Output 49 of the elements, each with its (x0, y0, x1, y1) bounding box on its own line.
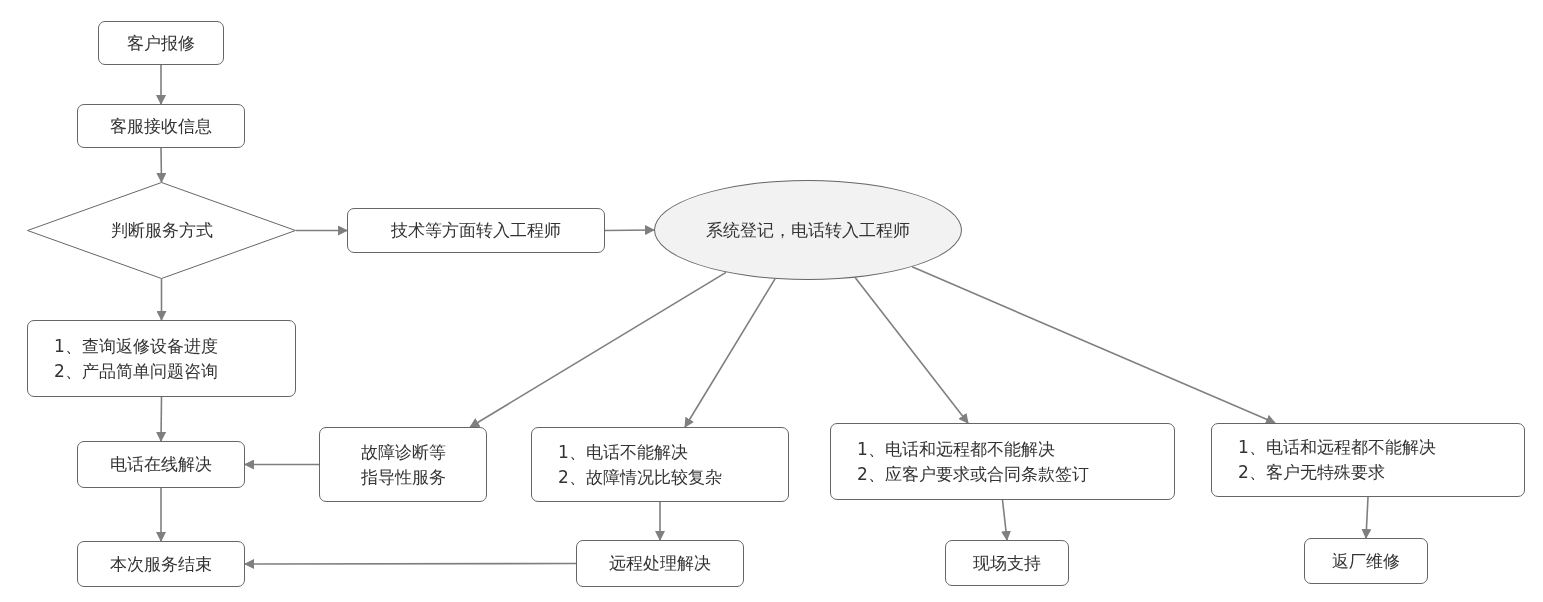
node-label: 客户报修 (127, 31, 195, 55)
list-item: 1、电话不能解决 (558, 440, 688, 464)
arrow (911, 266, 1276, 425)
arrow (854, 276, 969, 424)
arrow (156, 487, 166, 542)
arrow (295, 225, 348, 236)
node-label: 故障诊断等指导性服务 (359, 440, 447, 489)
process-box (319, 427, 487, 502)
node-label: 返厂维修 (1332, 549, 1400, 573)
node-label: 判断服务方式 (110, 219, 213, 243)
arrow (156, 147, 167, 183)
arrow (1361, 496, 1372, 539)
arrow (1001, 499, 1011, 541)
process-box (576, 540, 744, 587)
arrow (469, 271, 727, 428)
process-box (98, 21, 224, 65)
list-item: 1、查询返修设备进度 (54, 334, 218, 358)
node-label: 技术等方面转入工程师 (391, 219, 561, 243)
arrow (156, 278, 167, 321)
process-box (27, 320, 296, 397)
process-box (531, 427, 789, 502)
arrow (244, 559, 577, 569)
arrow (156, 396, 167, 442)
arrow (244, 459, 320, 470)
node-label: 本次服务结束 (110, 552, 212, 576)
process-box (347, 208, 605, 253)
arrow (684, 278, 776, 428)
arrow (604, 225, 655, 236)
list-item: 1、电话和远程都不能解决 (857, 437, 1055, 461)
process-box (945, 540, 1069, 586)
arrow (156, 64, 166, 105)
node-label: 客服接收信息 (110, 114, 212, 138)
list-item: 2、应客户要求或合同条款签订 (857, 462, 1089, 486)
arrow (655, 501, 665, 541)
decision-diamond (27, 182, 296, 279)
node-label: 系统登记，电话转入工程师 (706, 218, 910, 242)
process-box (77, 541, 245, 587)
list-item: 2、产品简单问题咨询 (54, 359, 218, 383)
process-box (1211, 423, 1525, 497)
process-box (830, 423, 1175, 500)
list-item: 2、故障情况比较复杂 (558, 465, 722, 489)
process-box (77, 104, 245, 148)
node-label: 远程处理解决 (609, 552, 711, 576)
list-item: 1、电话和远程都不能解决 (1238, 436, 1436, 460)
node-label: 电话在线解决 (110, 453, 212, 477)
node-label: 现场支持 (973, 551, 1041, 575)
process-box (77, 441, 245, 488)
list-item: 2、客户无特殊要求 (1238, 461, 1385, 484)
process-box (1304, 538, 1428, 584)
